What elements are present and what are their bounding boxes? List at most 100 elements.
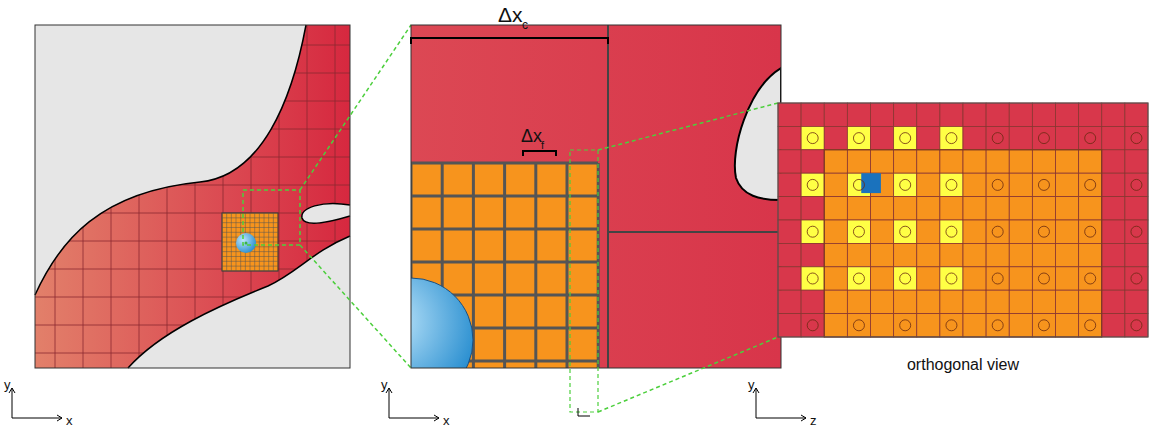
grid-line bbox=[222, 213, 278, 214]
panel-ground bbox=[35, 25, 350, 368]
grid-line bbox=[35, 45, 350, 46]
grid-line bbox=[251, 25, 252, 368]
cell-center bbox=[946, 179, 957, 190]
cell-center bbox=[1131, 226, 1142, 237]
cell bbox=[940, 314, 963, 337]
vessel bbox=[35, 25, 350, 368]
cell bbox=[824, 267, 847, 290]
cell bbox=[894, 197, 917, 220]
cell bbox=[986, 173, 1009, 196]
particle bbox=[411, 278, 473, 368]
cell bbox=[1056, 150, 1079, 173]
grid-line bbox=[35, 185, 350, 186]
grid-line bbox=[167, 25, 168, 368]
grid-line bbox=[222, 222, 278, 223]
cell bbox=[1032, 197, 1055, 220]
cell bbox=[1125, 220, 1148, 243]
cell-center bbox=[1085, 226, 1096, 237]
subscript: c bbox=[522, 19, 528, 31]
yellow-cell bbox=[894, 220, 917, 243]
cell-center bbox=[853, 133, 864, 144]
grid-line bbox=[195, 25, 196, 368]
cell bbox=[1032, 150, 1055, 173]
cell-center bbox=[807, 320, 818, 331]
yellow-cell bbox=[894, 267, 917, 290]
grid-line bbox=[307, 25, 308, 368]
grid-line bbox=[35, 73, 350, 74]
yellow-cell bbox=[847, 126, 870, 149]
cell bbox=[871, 290, 894, 313]
cell bbox=[917, 220, 940, 243]
cell bbox=[778, 126, 801, 149]
cell-center bbox=[946, 133, 957, 144]
cell bbox=[1056, 314, 1079, 337]
cell bbox=[986, 103, 1009, 126]
cell-center bbox=[1131, 273, 1142, 284]
cell-center bbox=[1131, 320, 1142, 331]
cell-center bbox=[946, 320, 957, 331]
cell bbox=[986, 220, 1009, 243]
cell bbox=[963, 150, 986, 173]
panel-caption: orthogonal view bbox=[907, 357, 1019, 373]
cell bbox=[1125, 243, 1148, 266]
cell-center bbox=[1038, 273, 1049, 284]
cell-center bbox=[992, 133, 1003, 144]
vessel-wall bbox=[302, 203, 350, 223]
grid-line bbox=[335, 25, 336, 368]
cell-center bbox=[853, 273, 864, 284]
zoom-line bbox=[300, 25, 411, 190]
grid-line bbox=[503, 163, 506, 368]
cell bbox=[894, 103, 917, 126]
cell bbox=[871, 103, 894, 126]
coarse-grid bbox=[607, 25, 609, 368]
cell bbox=[778, 314, 801, 337]
cell bbox=[1125, 126, 1148, 149]
cell bbox=[1079, 197, 1102, 220]
cell bbox=[1056, 126, 1079, 149]
cell bbox=[986, 267, 1009, 290]
cell bbox=[917, 150, 940, 173]
cell bbox=[963, 243, 986, 266]
cell bbox=[778, 173, 801, 196]
yellow-cell bbox=[847, 220, 870, 243]
cell bbox=[1079, 314, 1102, 337]
fine-grid bbox=[222, 213, 278, 271]
cell bbox=[871, 126, 894, 149]
yellow-cell bbox=[801, 126, 824, 149]
grid-line bbox=[222, 256, 278, 257]
cell bbox=[963, 267, 986, 290]
axis-label: z bbox=[810, 414, 817, 427]
cell bbox=[824, 103, 847, 126]
yellow-cell bbox=[801, 267, 824, 290]
cell bbox=[963, 197, 986, 220]
axis-arrows bbox=[578, 408, 590, 416]
cell bbox=[1009, 173, 1032, 196]
yellow-cell bbox=[801, 220, 824, 243]
cell bbox=[1125, 197, 1148, 220]
refined-region bbox=[222, 213, 278, 271]
cell-center bbox=[853, 226, 864, 237]
cell bbox=[801, 314, 824, 337]
cell-center bbox=[1038, 179, 1049, 190]
cell bbox=[1125, 314, 1148, 337]
cell bbox=[778, 267, 801, 290]
grid-line bbox=[222, 270, 278, 271]
cell-center bbox=[807, 226, 818, 237]
cell bbox=[963, 290, 986, 313]
cell bbox=[1079, 173, 1102, 196]
cell bbox=[1079, 220, 1102, 243]
cell bbox=[1079, 126, 1102, 149]
cell bbox=[1102, 150, 1125, 173]
axis-arrows bbox=[9, 388, 806, 421]
dimension-bracket bbox=[523, 151, 556, 156]
cell bbox=[894, 150, 917, 173]
cell bbox=[1056, 220, 1079, 243]
cell bbox=[963, 314, 986, 337]
cell bbox=[986, 243, 1009, 266]
zoom-line bbox=[598, 103, 778, 150]
particle-center bbox=[245, 242, 248, 245]
cell bbox=[940, 197, 963, 220]
cell-center bbox=[1131, 133, 1142, 144]
cell bbox=[1056, 243, 1079, 266]
cell bbox=[940, 150, 963, 173]
